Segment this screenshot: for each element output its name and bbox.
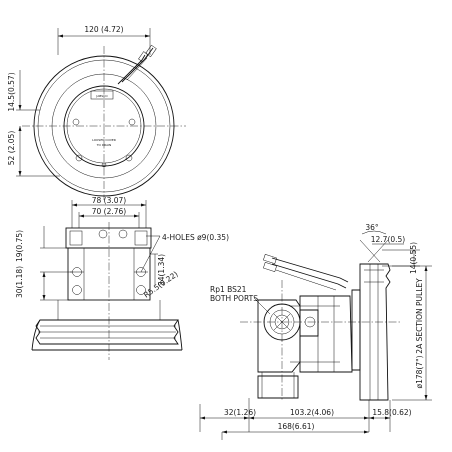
note-line-2: TO DRAIN: [96, 143, 112, 147]
dim-70-label: 70 (2.76): [92, 207, 127, 216]
dim-14-5-label: 14.5(0.57): [7, 72, 16, 111]
jabsco-badge: [90, 90, 114, 100]
pulley-profile: [359, 263, 391, 401]
right-view: 36° 12.7(0.5) 14(0.55) 2A SECTION PULLEY…: [199, 223, 432, 440]
pulley-label: 2A SECTION PULLEY: [415, 278, 424, 354]
dim-30-label: 30(1.18): [15, 266, 24, 298]
cover-screw: [128, 118, 136, 126]
pulley-side: [35, 319, 179, 345]
wire-lead-2: [271, 257, 349, 283]
note-line-1: LOOSEN COVER: [92, 138, 116, 142]
dim-168-label: 168(6.61): [278, 422, 315, 431]
mounting-hole: [136, 285, 146, 295]
dim-32-label: 32(1.26): [224, 408, 256, 417]
mounting-hole: [72, 285, 82, 295]
dim-12-7-label: 12.7(0.5): [371, 235, 406, 244]
cover-screw: [125, 154, 133, 162]
ports-label-2: BOTH PORTS: [210, 294, 258, 303]
pump-body-right: [299, 295, 353, 373]
dim-19-label: 19(0.75): [15, 230, 24, 262]
front-view: 120 (4.72) JABSCO LOOSEN COVER TO DRAIN …: [7, 25, 186, 200]
diameter-label: ø178(7"): [415, 355, 424, 388]
dim-14-label: 14(0.55): [409, 242, 418, 274]
cover-screw: [75, 154, 83, 162]
ports-label-1: Rp1 BS21: [210, 285, 247, 294]
dim-78-label: 78 (3.07): [92, 196, 127, 205]
angle-label: 36°: [365, 223, 379, 232]
holes-label: 4-HOLES ø9(0.35): [162, 233, 229, 242]
side-view: 78 (3.07) 70 (2.76) 4-HOLES ø9(0.35) 19(…: [15, 196, 229, 360]
dim-15-label: 15.8(0.62): [372, 408, 411, 417]
badge-text: JABSCO: [95, 94, 108, 98]
dim-52-label: 52 (2.05): [7, 131, 16, 166]
dim-103-label: 103.2(4.06): [290, 408, 334, 417]
cover-screw: [72, 118, 80, 126]
dim-34-label: 34(1.34): [157, 254, 166, 286]
dim-120-label: 120 (4.72): [84, 25, 123, 34]
